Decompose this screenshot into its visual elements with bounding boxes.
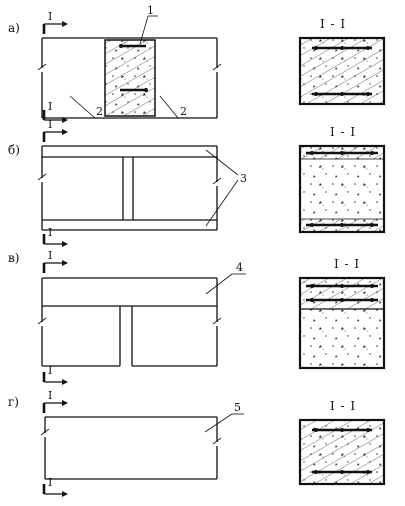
section-marker-top: I bbox=[42, 10, 68, 34]
callout-4: 4 bbox=[205, 261, 246, 295]
row-c: в) I 4 I bbox=[8, 249, 386, 385]
svg-text:1: 1 bbox=[147, 4, 154, 17]
callout-2-right: 2 bbox=[159, 95, 192, 119]
callout-2-left: 2 bbox=[69, 95, 108, 119]
wall-elevation bbox=[37, 277, 222, 367]
section-marker-bottom: I bbox=[42, 226, 68, 247]
section-title: I - I bbox=[330, 125, 356, 139]
svg-text:I: I bbox=[48, 249, 52, 262]
row-b-letter: б) bbox=[8, 143, 20, 157]
row-b: б) I 3 I bbox=[8, 118, 386, 247]
callout-3: 3 bbox=[205, 149, 247, 227]
callout-5: 5 bbox=[204, 401, 244, 433]
section-title: I - I bbox=[334, 257, 360, 271]
wall-elevation bbox=[37, 145, 222, 231]
section-view-b: I - I bbox=[298, 125, 386, 234]
section-view-d: I - I bbox=[298, 399, 386, 486]
section-title: I - I bbox=[330, 399, 356, 413]
section-marker-top: I bbox=[42, 249, 68, 273]
section-view-c: I - I bbox=[298, 257, 386, 370]
row-d: г) I 5 I I - I bbox=[8, 389, 386, 497]
svg-text:I: I bbox=[48, 226, 52, 239]
svg-text:I: I bbox=[48, 364, 52, 377]
row-a-letter: а) bbox=[8, 21, 20, 35]
svg-text:2: 2 bbox=[180, 105, 187, 118]
svg-text:4: 4 bbox=[236, 261, 243, 274]
section-marker-top: I bbox=[42, 389, 68, 413]
section-view-a: I - I bbox=[298, 17, 386, 106]
svg-text:3: 3 bbox=[240, 172, 247, 185]
svg-text:I: I bbox=[48, 10, 52, 23]
row-a: а) I 1 bbox=[8, 4, 386, 123]
section-marker-bottom: I bbox=[42, 364, 68, 385]
callout-1: 1 bbox=[139, 4, 158, 45]
section-marker-bottom: I bbox=[42, 476, 68, 497]
svg-text:5: 5 bbox=[234, 401, 241, 414]
wall-elevation bbox=[40, 416, 222, 480]
infill-element bbox=[104, 39, 156, 117]
row-d-letter: г) bbox=[8, 395, 19, 409]
svg-text:I: I bbox=[48, 476, 52, 489]
section-marker-bottom: I bbox=[42, 100, 68, 123]
svg-text:I: I bbox=[48, 118, 52, 131]
svg-text:I: I bbox=[48, 389, 52, 402]
svg-text:2: 2 bbox=[96, 105, 103, 118]
section-marker-top: I bbox=[42, 118, 68, 142]
section-title: I - I bbox=[320, 17, 346, 31]
row-c-letter: в) bbox=[8, 251, 19, 265]
svg-text:I: I bbox=[48, 100, 52, 113]
